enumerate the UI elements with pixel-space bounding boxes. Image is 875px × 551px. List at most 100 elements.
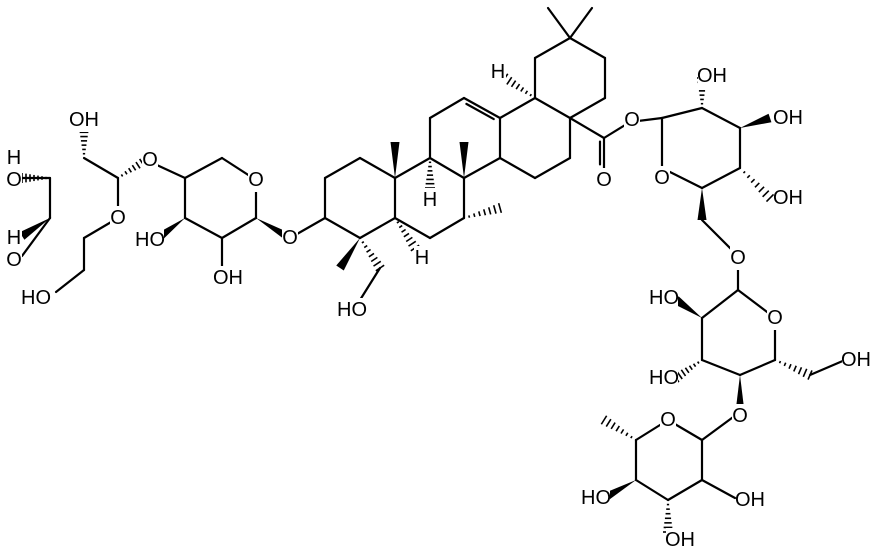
rhamnose-oh3-bond xyxy=(663,499,673,533)
c25-methyl-bond xyxy=(390,142,400,178)
glucose-3-c4-o-bond xyxy=(735,375,745,412)
glucose-1-ring-bond xyxy=(82,156,120,180)
atom-label-glc1-ring-o: O xyxy=(110,207,126,229)
label-background xyxy=(582,486,610,510)
gem-dimethyl-bond xyxy=(568,6,594,40)
glucose-1-c6-o-bond xyxy=(54,268,86,294)
arabinose-ring-bond xyxy=(220,216,258,240)
ring-d-bond xyxy=(533,156,572,180)
label-background xyxy=(774,106,802,130)
glucose-1-h4-bond xyxy=(19,218,50,240)
label-background xyxy=(6,168,22,192)
c23-ch2-oh-bond xyxy=(358,266,382,302)
arabinose-ring-bond xyxy=(183,216,224,240)
atom-label-layer: OHHOHOOHOOOHOOHOHOHHHOOOHOHOOHOHOOHOOHOO… xyxy=(6,60,871,551)
glucose-2-oh3-bond xyxy=(740,113,772,128)
h5-bond xyxy=(394,217,420,252)
h18-bond xyxy=(501,73,536,99)
label-background xyxy=(142,148,158,172)
atom-label-glc3-oh6: OH xyxy=(841,349,871,371)
label-background xyxy=(624,108,640,132)
atom-label-ara-oh2: OH xyxy=(213,267,243,289)
ring-c-bond xyxy=(498,156,537,180)
c23-bond xyxy=(359,237,385,272)
atom-label-glc3-link-o: O xyxy=(732,405,748,427)
glucose-2-oh4-bond xyxy=(739,167,775,203)
ring-c-bond xyxy=(428,96,466,120)
label-background xyxy=(490,60,506,84)
label-background xyxy=(730,246,746,270)
ring-d-bond xyxy=(533,96,572,120)
label-background xyxy=(282,226,298,250)
glucose-1-o4-bond xyxy=(20,216,52,258)
atom-label-glc2-oh3: OH xyxy=(773,107,803,129)
h9-bond xyxy=(425,157,435,189)
rhamnose-ring-bond xyxy=(634,478,670,502)
rhamnose-ring-bond xyxy=(666,478,704,502)
rhamnose-c6-methyl-bond xyxy=(600,415,637,441)
ring-b-bond xyxy=(393,156,432,180)
label-background xyxy=(136,228,164,252)
ring-e-bond xyxy=(533,36,572,60)
atom-label-glc2-oh4: OH xyxy=(773,187,803,209)
atom-label-carbonyl-o: O xyxy=(596,169,612,191)
atom-label-glc1-o3: O xyxy=(6,169,22,191)
c27-methyl-bond xyxy=(463,202,503,219)
label-background xyxy=(6,226,22,250)
atom-label-glc1-oh2: OH xyxy=(69,109,99,131)
glucose-2-ring-bond xyxy=(660,106,704,120)
atom-label-h9: H xyxy=(423,189,437,211)
atom-label-glc2-ring-o: O xyxy=(654,167,670,189)
label-background xyxy=(732,404,748,428)
rhamnose-oh2-bond xyxy=(700,478,737,500)
glucose-3-ho2-bond xyxy=(673,296,702,318)
c26-methyl-bond xyxy=(459,142,469,178)
label-background xyxy=(214,266,242,290)
label-background xyxy=(650,366,678,390)
label-background xyxy=(767,306,783,330)
glucose-2-c6-bond xyxy=(697,188,707,220)
label-background xyxy=(736,488,764,512)
atom-label-glc3-ho2: HO xyxy=(649,287,679,309)
ring-a-bond xyxy=(323,216,362,240)
atom-label-glc2-c6-o: O xyxy=(730,247,746,269)
label-background xyxy=(774,186,802,210)
atom-label-h5: H xyxy=(415,247,429,269)
ring-a-bond xyxy=(358,156,397,180)
atom-label-glc3-ho3: HO xyxy=(649,367,679,389)
c28-bond xyxy=(568,116,606,140)
glucose-3-ring-bond xyxy=(738,358,777,377)
ring-e-bond xyxy=(568,36,607,60)
label-background xyxy=(698,64,726,88)
label-background xyxy=(110,206,126,230)
rhamnose-ho4-bond xyxy=(601,480,636,502)
bond-layer xyxy=(19,6,847,533)
label-background xyxy=(414,246,430,270)
label-background xyxy=(666,528,694,551)
glucose-2-ring-bond xyxy=(700,166,742,190)
atom-label-rha-oh3: OH xyxy=(665,529,695,551)
glucose-3-c6-oh-bond xyxy=(808,358,847,377)
ring-b-bond xyxy=(393,216,432,240)
atom-label-rha-ho4: HO xyxy=(581,487,611,509)
atom-label-glc1-h3: H xyxy=(7,147,21,169)
atom-label-ara-ring-o: O xyxy=(248,169,264,191)
atom-label-glc2-oh2: OH xyxy=(697,65,727,87)
ring-a-bond xyxy=(358,216,397,240)
atom-label-rha-ring-o: O xyxy=(660,409,676,431)
atom-label-glc1-ho6: HO xyxy=(21,287,51,309)
atom-label-ester-o: O xyxy=(624,109,640,131)
glucose-2-ring-bond xyxy=(700,106,742,130)
arabinose-ring-bond xyxy=(183,156,224,180)
label-background xyxy=(248,168,264,192)
label-background xyxy=(660,408,676,432)
glucose-3-ring-bond xyxy=(700,288,740,320)
ring-a-bond xyxy=(323,156,362,180)
label-background xyxy=(842,348,870,372)
c24-methyl-bond xyxy=(336,238,360,271)
gem-dimethyl-bond xyxy=(546,6,572,40)
ring-e-bond xyxy=(568,96,607,120)
c12-c13-double-bond xyxy=(462,96,502,120)
label-background xyxy=(6,248,22,272)
